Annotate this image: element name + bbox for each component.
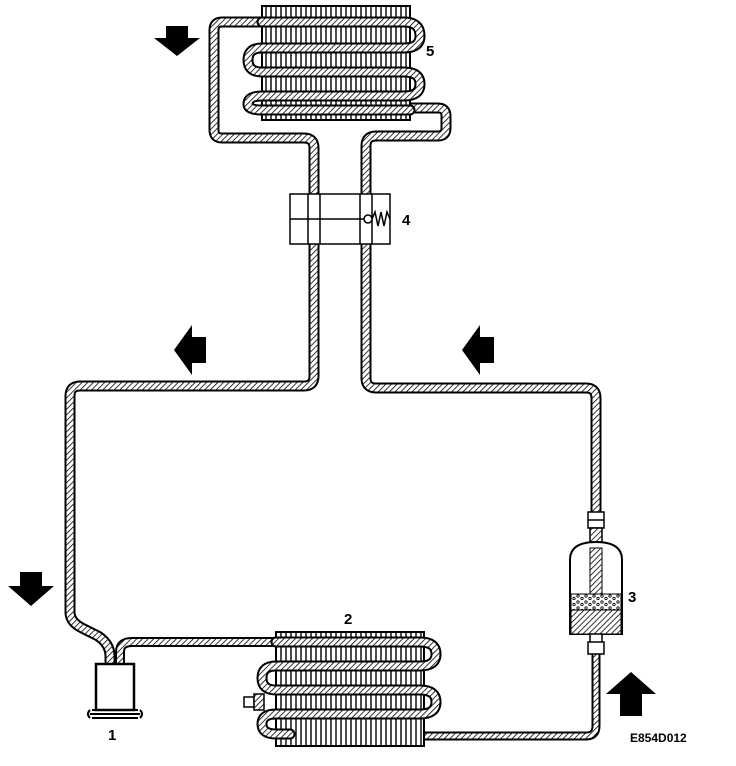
flow-arrow-icon bbox=[154, 26, 200, 56]
condenser-service-valve bbox=[243, 693, 265, 711]
condenser bbox=[243, 631, 442, 747]
label-evaporator: 5 bbox=[426, 43, 434, 60]
label-expansion-valve: 4 bbox=[402, 212, 411, 229]
expansion-valve bbox=[289, 193, 391, 245]
label-condenser: 2 bbox=[344, 611, 352, 628]
receiver-drier-desiccant bbox=[570, 593, 622, 611]
figure-code: E854D012 bbox=[630, 731, 687, 745]
label-receiver-drier: 3 bbox=[628, 589, 636, 606]
flow-arrow-icon bbox=[8, 572, 54, 606]
compressor-body bbox=[94, 662, 136, 712]
evaporator bbox=[242, 5, 426, 121]
expansion-valve-ball bbox=[363, 214, 373, 224]
flow-arrows bbox=[8, 26, 656, 716]
label-compressor: 1 bbox=[108, 727, 116, 744]
pipe-receiver-to-expansion-valve bbox=[360, 102, 602, 520]
compressor bbox=[87, 662, 143, 719]
flow-arrow-icon bbox=[174, 325, 206, 375]
expansion-valve-spring bbox=[371, 209, 391, 227]
refrigerant-pipes bbox=[64, 16, 602, 741]
receiver-drier bbox=[569, 511, 623, 655]
flow-arrow-icon bbox=[462, 325, 494, 375]
flow-arrow-icon bbox=[606, 672, 656, 716]
pipe-compressor-to-condenser bbox=[115, 637, 276, 665]
